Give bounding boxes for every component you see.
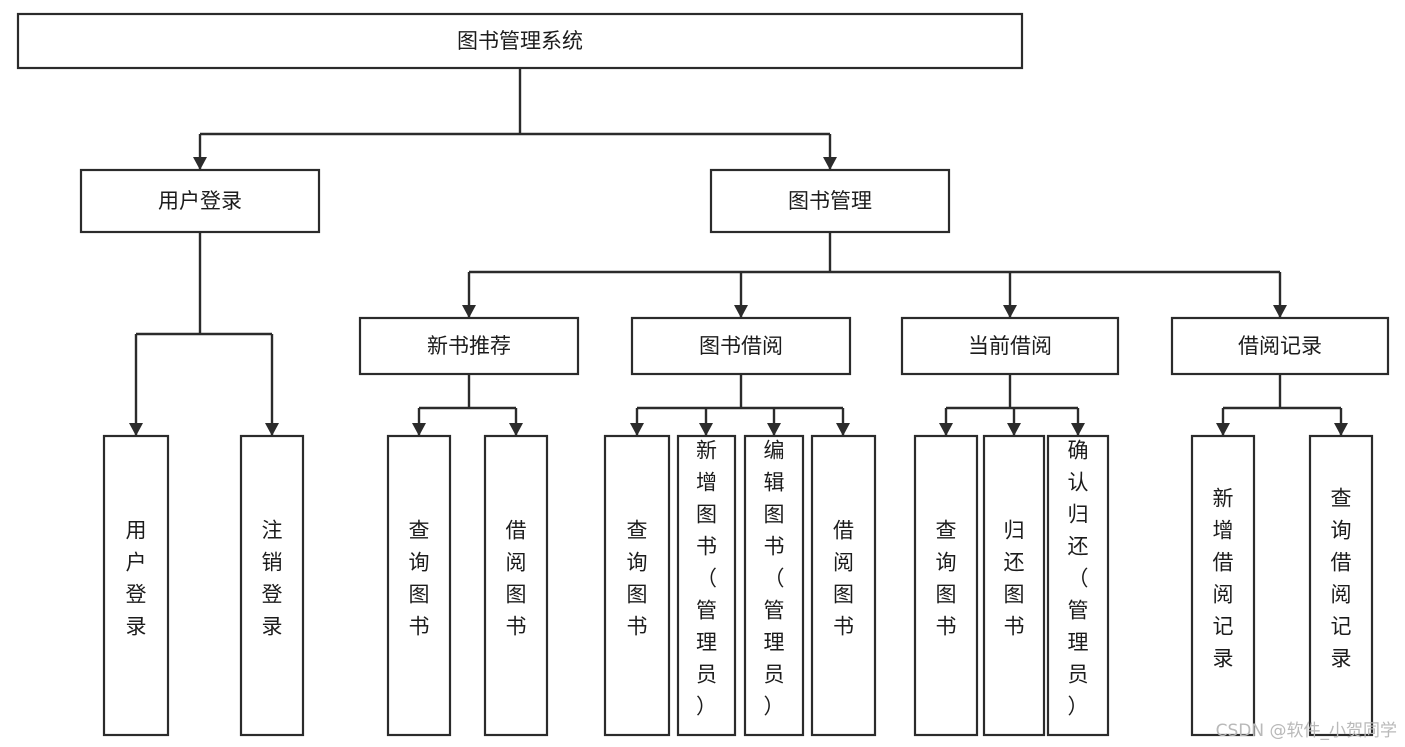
- node-root[interactable]: 图书管理系统: [16, 12, 1024, 70]
- connector-group-recommend_to_leaves: [417, 374, 518, 436]
- node-box-leaf-user-login[interactable]: [102, 434, 170, 737]
- node-box-leaf-borrow-book-recommend[interactable]: [483, 434, 549, 737]
- node-box-leaf-borrow-book[interactable]: [810, 434, 877, 737]
- node-label-leaf-user-login: 用户登录: [126, 519, 147, 639]
- node-user-login[interactable]: 用户登录: [79, 168, 321, 234]
- node-box-leaf-return-book[interactable]: [982, 434, 1046, 737]
- node-leaf-return-book[interactable]: 归还图书: [982, 434, 1046, 737]
- node-label-new-book-recommend: 新书推荐: [427, 334, 511, 358]
- node-leaf-query-book[interactable]: 查询图书: [603, 434, 671, 737]
- node-label-leaf-query-book: 查询图书: [627, 519, 648, 639]
- node-box-leaf-confirm-return-admin[interactable]: [1046, 434, 1110, 737]
- arrow-head-icon: [939, 423, 953, 436]
- node-box-borrow-record[interactable]: [1170, 316, 1390, 376]
- node-leaf-add-book-admin[interactable]: 新增图书（管理员）: [676, 434, 737, 737]
- arrow-head-icon: [1273, 305, 1287, 318]
- node-box-leaf-query-borrow-record[interactable]: [1308, 434, 1374, 737]
- node-label-book-borrow: 图书借阅: [699, 334, 783, 358]
- node-label-leaf-confirm-return-admin: 确认归还（管理员）: [1068, 439, 1089, 719]
- node-new-book-recommend[interactable]: 新书推荐: [358, 316, 580, 376]
- node-label-user-login: 用户登录: [158, 189, 242, 213]
- node-book-borrow[interactable]: 图书借阅: [630, 316, 852, 376]
- arrow-head-icon: [767, 423, 781, 436]
- node-box-book-borrow[interactable]: [630, 316, 852, 376]
- arrow-head-icon: [1003, 305, 1017, 318]
- arrow-head-icon: [509, 423, 523, 436]
- arrow-head-icon: [734, 305, 748, 318]
- node-label-current-borrow: 当前借阅: [968, 334, 1052, 358]
- node-leaf-logout[interactable]: 注销登录: [239, 434, 305, 737]
- node-box-new-book-recommend[interactable]: [358, 316, 580, 376]
- node-box-leaf-query-book[interactable]: [603, 434, 671, 737]
- node-label-leaf-query-borrow-record: 查询借阅记录: [1331, 487, 1352, 671]
- node-label-leaf-return-book: 归还图书: [1004, 519, 1025, 639]
- connector-group-l2_book_to_level3: [467, 232, 1282, 318]
- node-box-current-borrow[interactable]: [900, 316, 1120, 376]
- node-box-leaf-add-book-admin[interactable]: [676, 434, 737, 737]
- node-box-leaf-query-book-recommend[interactable]: [386, 434, 452, 737]
- connector-group-l2_user_to_leaves: [134, 232, 274, 436]
- arrow-head-icon: [1071, 423, 1085, 436]
- arrow-head-icon: [412, 423, 426, 436]
- node-leaf-query-book-recommend[interactable]: 查询图书: [386, 434, 452, 737]
- node-label-leaf-add-book-admin: 新增图书（管理员）: [696, 439, 717, 719]
- arrow-head-icon: [462, 305, 476, 318]
- connector-group-root_to_level2: [198, 68, 832, 170]
- node-box-leaf-query-book-current[interactable]: [913, 434, 979, 737]
- node-box-user-login[interactable]: [79, 168, 321, 234]
- arrow-head-icon: [1216, 423, 1230, 436]
- arrow-head-icon: [193, 157, 207, 170]
- arrow-head-icon: [836, 423, 850, 436]
- node-leaf-edit-book-admin[interactable]: 编辑图书（管理员）: [743, 434, 805, 737]
- node-label-leaf-logout: 注销登录: [262, 519, 283, 639]
- node-current-borrow[interactable]: 当前借阅: [900, 316, 1120, 376]
- arrow-head-icon: [265, 423, 279, 436]
- node-label-borrow-record: 借阅记录: [1238, 334, 1322, 358]
- node-leaf-borrow-book-recommend[interactable]: 借阅图书: [483, 434, 549, 737]
- connector-group-record_to_leaves: [1221, 374, 1343, 436]
- node-leaf-confirm-return-admin[interactable]: 确认归还（管理员）: [1046, 434, 1110, 737]
- node-leaf-add-borrow-record[interactable]: 新增借阅记录: [1190, 434, 1256, 737]
- node-label-leaf-edit-book-admin: 编辑图书（管理员）: [764, 439, 785, 719]
- arrow-head-icon: [1007, 423, 1021, 436]
- node-box-leaf-add-borrow-record[interactable]: [1190, 434, 1256, 737]
- node-leaf-user-login[interactable]: 用户登录: [102, 434, 170, 737]
- node-label-book-management: 图书管理: [788, 189, 872, 213]
- node-box-root[interactable]: [16, 12, 1024, 70]
- node-box-leaf-edit-book-admin[interactable]: [743, 434, 805, 737]
- node-label-leaf-borrow-book: 借阅图书: [833, 519, 854, 639]
- node-label-leaf-query-book-current: 查询图书: [936, 519, 957, 639]
- node-leaf-query-book-current[interactable]: 查询图书: [913, 434, 979, 737]
- node-label-leaf-add-borrow-record: 新增借阅记录: [1213, 487, 1234, 671]
- node-box-leaf-logout[interactable]: [239, 434, 305, 737]
- node-label-root: 图书管理系统: [457, 29, 583, 53]
- node-label-leaf-query-book-recommend: 查询图书: [409, 519, 430, 639]
- csdn-watermark: CSDN @软件_小贺同学: [1215, 721, 1397, 741]
- node-leaf-query-borrow-record[interactable]: 查询借阅记录: [1308, 434, 1374, 737]
- node-book-management[interactable]: 图书管理: [709, 168, 951, 234]
- node-borrow-record[interactable]: 借阅记录: [1170, 316, 1390, 376]
- connector-group-borrow_to_leaves: [635, 374, 845, 436]
- arrow-head-icon: [630, 423, 644, 436]
- node-leaf-borrow-book[interactable]: 借阅图书: [810, 434, 877, 737]
- node-layer: 图书管理系统用户登录图书管理新书推荐图书借阅当前借阅借阅记录用户登录注销登录查询…: [16, 12, 1390, 737]
- arrow-head-icon: [129, 423, 143, 436]
- node-label-leaf-borrow-book-recommend: 借阅图书: [506, 519, 527, 639]
- arrow-head-icon: [823, 157, 837, 170]
- arrow-head-icon: [699, 423, 713, 436]
- node-box-book-management[interactable]: [709, 168, 951, 234]
- arrow-head-icon: [1334, 423, 1348, 436]
- connector-layer: [129, 68, 1348, 436]
